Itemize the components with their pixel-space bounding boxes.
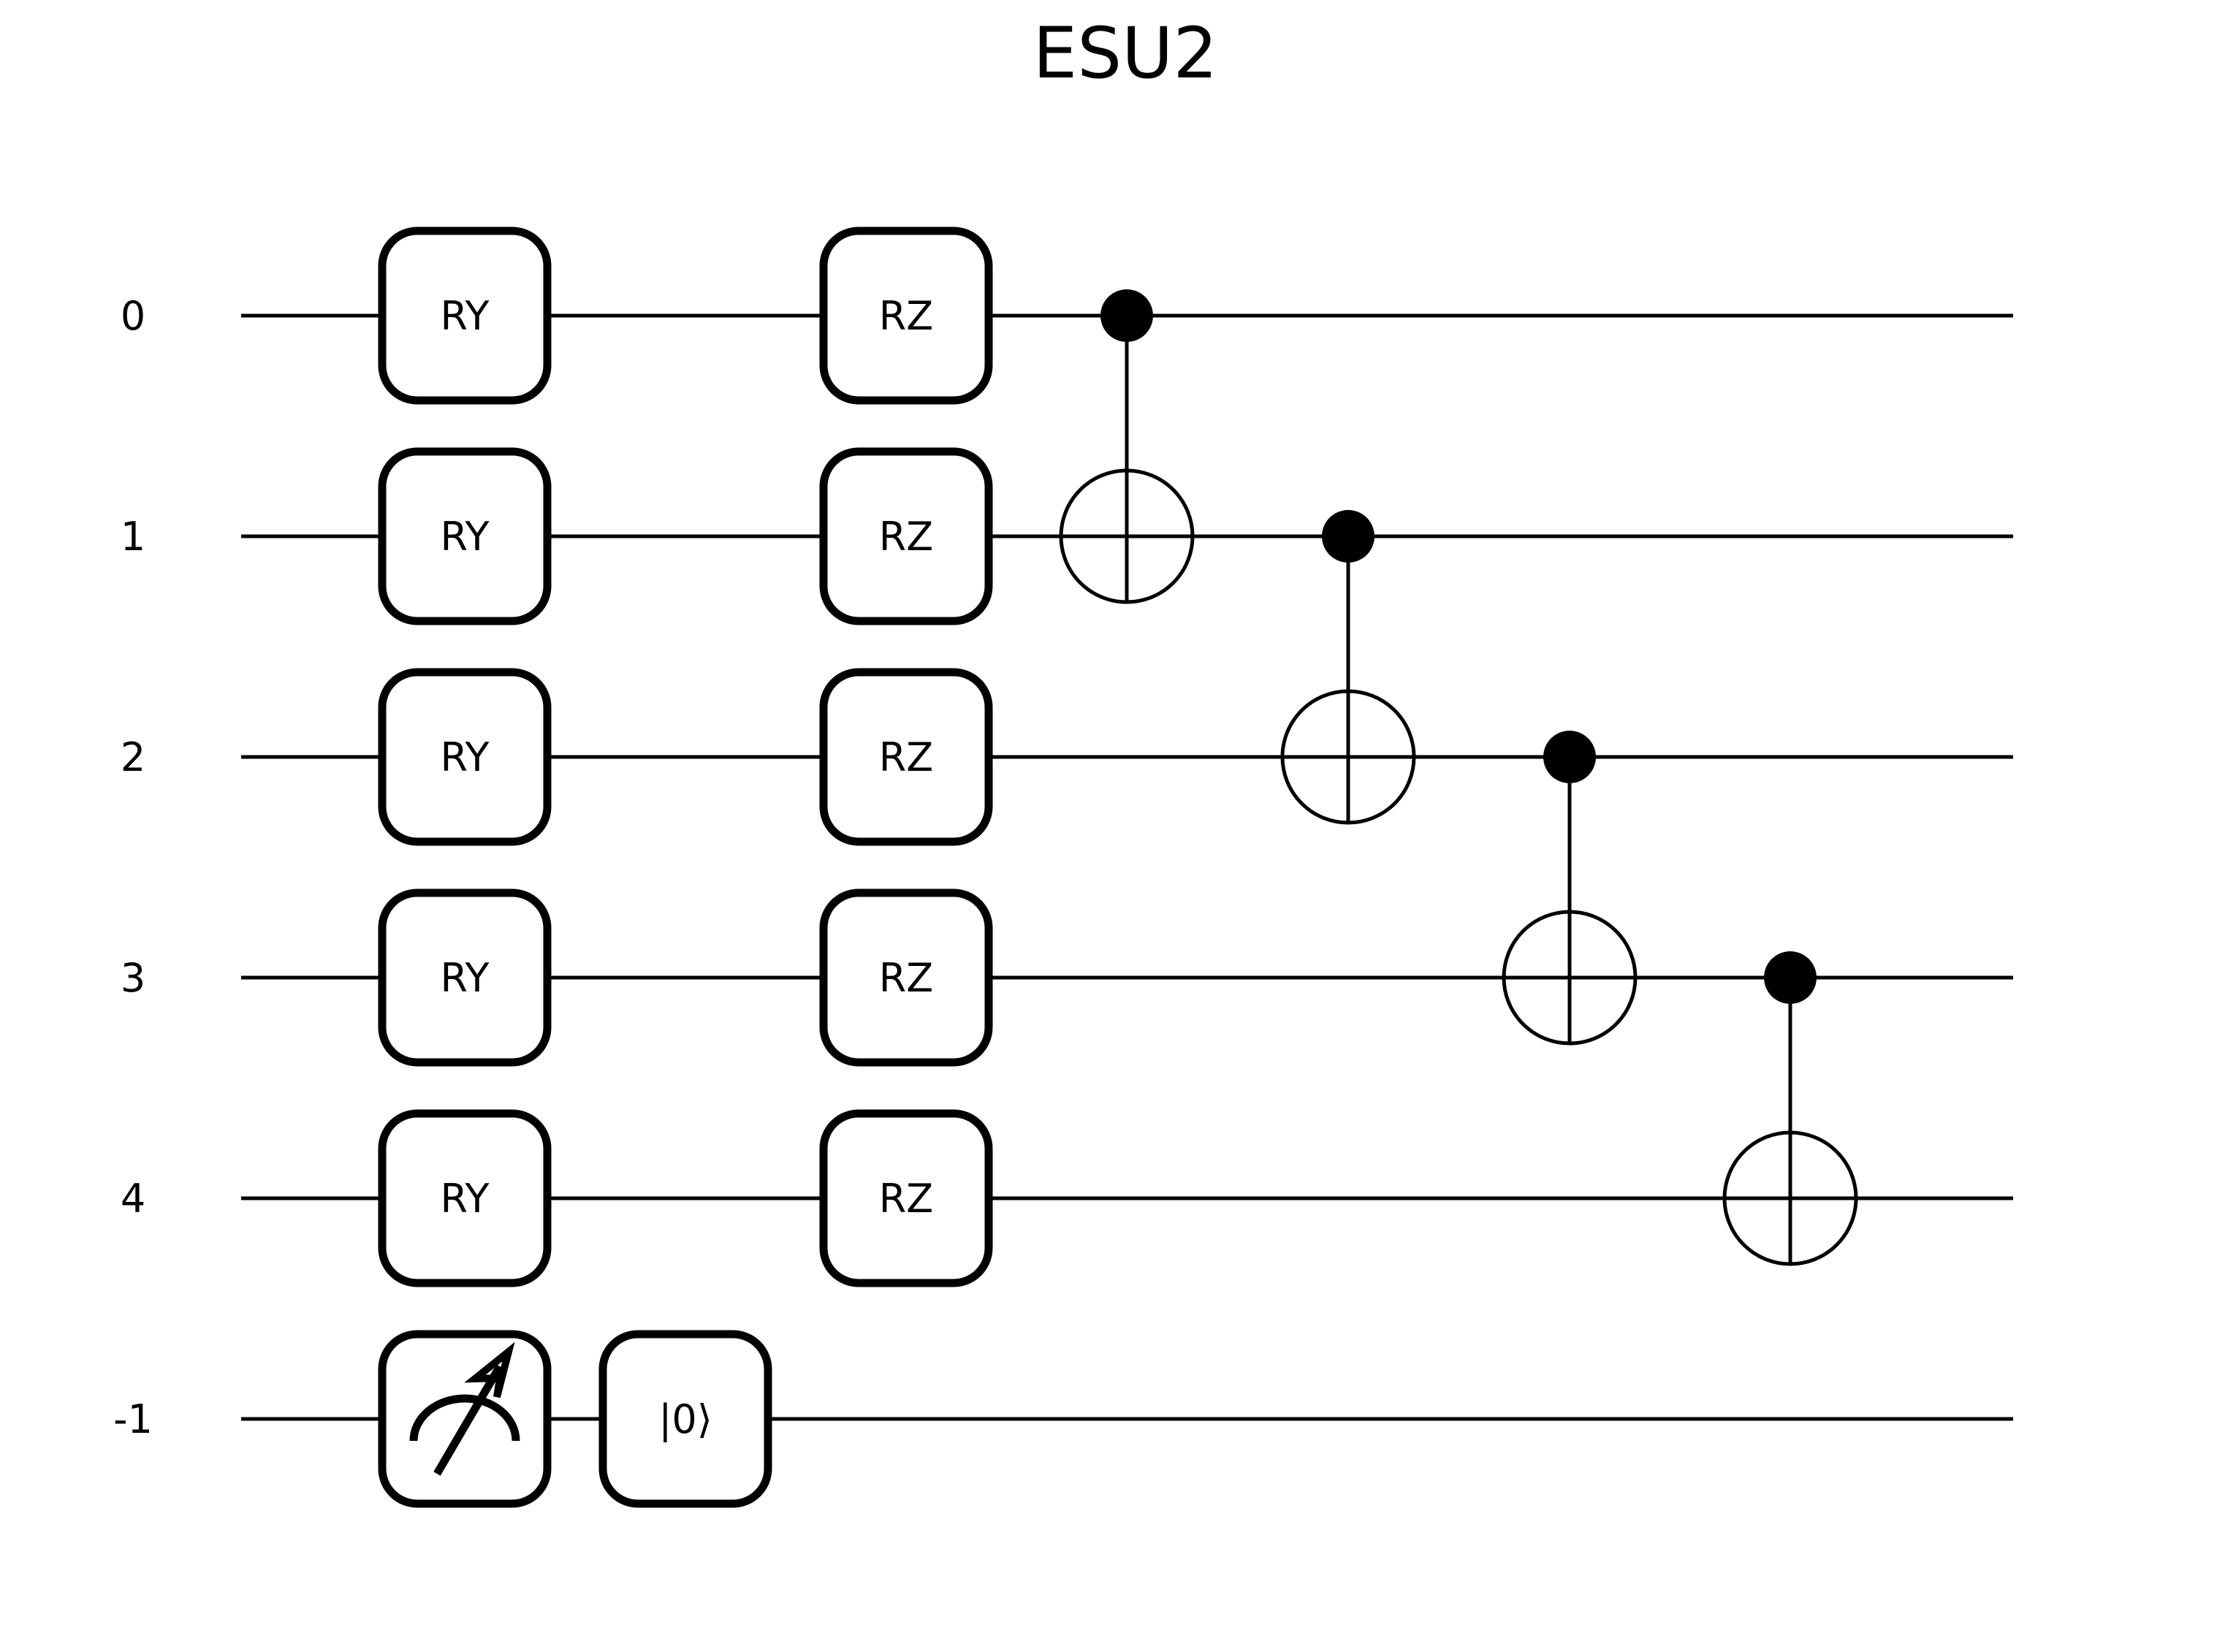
gate-label: RZ xyxy=(879,293,934,339)
gate-outline xyxy=(378,888,552,1067)
meter-arc xyxy=(409,1394,520,1442)
gate-outline xyxy=(819,888,993,1067)
control-dot xyxy=(1764,951,1817,1004)
gate-box: RY xyxy=(378,447,552,625)
wire-label: -1 xyxy=(113,1396,153,1442)
gate-box: RZ xyxy=(819,1109,993,1287)
diagram-title: ESU2 xyxy=(1033,12,1218,94)
gate-outline xyxy=(819,227,993,405)
gate-label: |0⟩ xyxy=(658,1396,712,1442)
gate-label: RY xyxy=(440,1176,490,1222)
gate-outline xyxy=(378,1109,552,1287)
cnots-layer xyxy=(1059,289,1858,1266)
gate-box: |0⟩ xyxy=(598,1330,772,1508)
wire-label: 1 xyxy=(121,514,145,560)
gate-outline xyxy=(598,1330,772,1508)
gate-box: RZ xyxy=(819,447,993,625)
gate-outline xyxy=(378,668,552,846)
wire-label: 3 xyxy=(121,955,145,1001)
gate-outline xyxy=(378,227,552,405)
cnot-gate xyxy=(1502,731,1638,1046)
gate-label: RY xyxy=(440,734,490,780)
gate-box: RY xyxy=(378,888,552,1067)
gate-label: RY xyxy=(440,293,490,339)
cnot-gate xyxy=(1059,289,1195,604)
control-dot xyxy=(1322,510,1374,563)
meter-arrowhead xyxy=(464,1341,515,1398)
gate-label: RZ xyxy=(879,514,934,560)
gate-box: RY xyxy=(378,1109,552,1287)
measure-icon xyxy=(409,1341,520,1476)
gate-outline xyxy=(819,1109,993,1287)
wire-label: 0 xyxy=(121,293,145,339)
gate-label: RZ xyxy=(879,955,934,1001)
gates-layer: RY RY RY RY RY |0⟩ RZ RZ RZ RZ RZ xyxy=(378,227,993,1508)
cnot-gate xyxy=(1722,951,1858,1266)
gate-box: RZ xyxy=(819,227,993,405)
gate-outline xyxy=(819,668,993,846)
gate-outline xyxy=(819,447,993,625)
cnot-gate xyxy=(1280,510,1416,825)
wire-label: 2 xyxy=(121,734,145,780)
control-dot xyxy=(1543,731,1596,783)
gate-box: RY xyxy=(378,227,552,405)
gate-label: RZ xyxy=(879,734,934,780)
gate-label: RY xyxy=(440,514,490,560)
measure-gate xyxy=(378,1330,552,1508)
gate-box: RY xyxy=(378,668,552,846)
gate-outline xyxy=(378,447,552,625)
gate-label: RY xyxy=(440,955,490,1001)
control-dot xyxy=(1100,289,1153,342)
gate-label: RZ xyxy=(879,1176,934,1222)
gate-box: RZ xyxy=(819,668,993,846)
meter-needle xyxy=(433,1364,503,1476)
gate-box: RZ xyxy=(819,888,993,1067)
wire-label: 4 xyxy=(121,1176,145,1222)
